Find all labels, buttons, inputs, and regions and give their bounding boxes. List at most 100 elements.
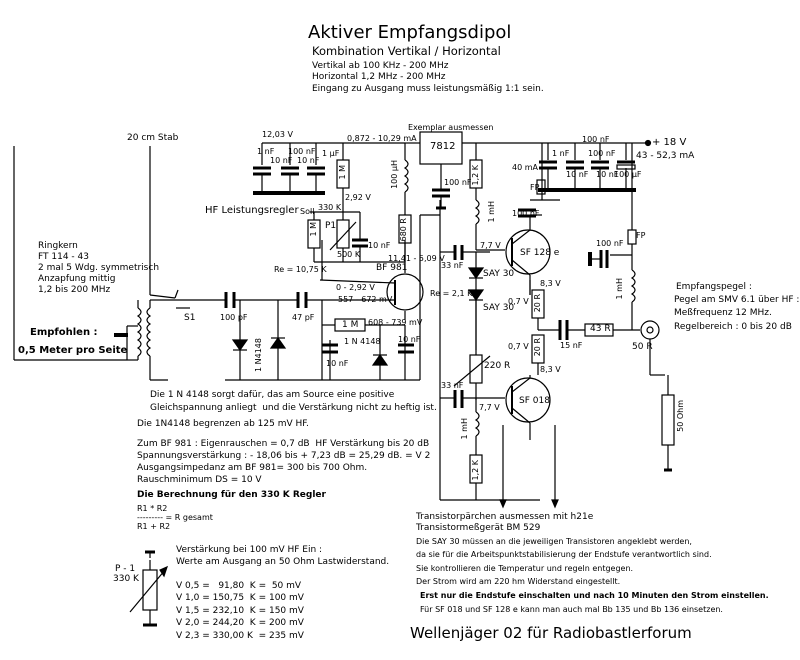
trans-note-4: da sie für die Arbeitspunktstabilisierun… [416, 550, 712, 559]
label-l1mh-a: 1 mH [487, 201, 496, 223]
verst-line-1: Verstärkung bei 100 mV HF Ein : [176, 545, 323, 555]
header-line-1: Vertikal ab 100 KHz - 200 MHz [312, 61, 449, 71]
page-subtitle: Kombination Vertikal / Horizontal [312, 44, 501, 58]
label-c10nf-f: 10 nF [368, 241, 391, 250]
trans-note-8: Für SF 018 und SF 128 e kann man auch ma… [420, 605, 723, 614]
measurement-arrows [499, 345, 675, 509]
pegel-line-1: Empfangspegel : [676, 282, 752, 292]
label-c15nf: 15 nF [560, 341, 583, 350]
label-r1m-b: 1 M [309, 222, 318, 237]
label-soll: Soll [300, 207, 315, 216]
label-l1mh-c: 1 mH [460, 418, 469, 440]
label-sf128: SF 128 e [520, 248, 560, 258]
berechnung-title: Die Berechnung für den 330 K Regler [137, 490, 326, 500]
bias-diodes [453, 252, 491, 400]
label-i557: 557 - 672 mV [338, 295, 393, 304]
label-r220: 220 R [484, 361, 511, 371]
bf981-note-1: Zum BF 981 : Eigenrauschen = 0,7 dB HF V… [137, 439, 430, 449]
poti-label: P - 1 [115, 564, 136, 574]
label-c10nf-h: 10 nF [398, 335, 421, 344]
label-7812: 7812 [430, 141, 456, 152]
footer-credit: Wellenjäger 02 für Radiobastlerforum [410, 624, 692, 642]
label-empfohlen: Empfohlen : [30, 327, 98, 338]
label-v07a: 0,7 V [508, 297, 529, 306]
label-r50: 50 R [632, 342, 653, 352]
page-title: Aktiver Empfangsdipol [308, 22, 512, 43]
label-sf018: SF 018 [519, 396, 550, 406]
bf981-note-2: Spannungsverstärkung : - 18,06 bis + 7,2… [137, 451, 431, 461]
supply-filter [538, 139, 652, 192]
label-l100uh: 100 µH [390, 160, 399, 189]
table-row-5: V 2,3 = 330,00 K = 235 mV [176, 631, 304, 641]
label-v0872: 0,872 - 10,29 mA [347, 134, 417, 143]
label-ringkern: Ringkern [38, 241, 78, 251]
label-c1uf-a: 1 µF [322, 149, 340, 158]
label-re1075: Re = 10,75 K [274, 265, 327, 274]
label-c100nf-f: 100 nF [596, 239, 624, 248]
label-c33nf-a: 33 nF [441, 261, 464, 270]
switch-s1 [149, 289, 225, 309]
berechnung-line-2: --------- = R gesamt [137, 513, 213, 522]
berechnung-line-3: R1 + R2 [137, 522, 171, 531]
label-hf-regler: HF Leistungsregler [205, 205, 299, 216]
label-v1203: 12,03 V [262, 130, 293, 139]
label-v83b: 8,3 V [540, 365, 561, 374]
pegel-line-3: Meßfrequenz 12 MHz. [674, 308, 772, 318]
table-row-2: V 1,0 = 150,75 K = 100 mV [176, 593, 304, 603]
cap-47pf [296, 292, 335, 308]
label-say30b: SAY 30 [483, 303, 515, 313]
label-r330k: 330 K [318, 203, 342, 212]
pegel-line-4: Regelbereich : 0 bis 20 dB [674, 322, 792, 332]
label-band: 1,2 bis 200 MHz [38, 285, 111, 295]
label-r680: 680 R [399, 218, 408, 242]
label-c47pf: 47 pF [292, 313, 315, 322]
label-stab: 20 cm Stab [127, 133, 179, 143]
label-r12k-top: 1,2 K [471, 165, 480, 186]
label-r50ohm: 50 Ohm [676, 400, 685, 432]
label-v83a: 8,3 V [540, 279, 561, 288]
ringkern-transformer [114, 300, 168, 381]
header-line-3: Eingang zu Ausgang muss leistungsmäßig 1… [312, 84, 544, 94]
label-r20b: 20 R [533, 338, 542, 357]
label-p500k: 500 K [337, 250, 361, 259]
pegel-line-2: Pegel am SMV 6.1 über HF : [674, 295, 800, 305]
label-1n4148-b: 1 N4148 [254, 338, 263, 372]
poti-p1-symbol [129, 550, 168, 627]
label-c33nf-b: 33 nF [441, 381, 464, 390]
dipole-wires [13, 146, 151, 361]
label-c10nf-a: 10 nF [270, 156, 293, 165]
label-p1: P1 [325, 221, 337, 231]
label-supply-v: + 18 V [652, 137, 687, 148]
label-re21: Re = 2,1 K [430, 289, 473, 298]
label-c100nf-d: 100 nF [588, 149, 616, 158]
label-v0292: 0 - 2,92 V [336, 283, 375, 292]
gate-bias-network [253, 142, 405, 263]
trans-note-1: Transistorpärchen ausmessen mit h21e [416, 512, 594, 522]
label-c100pf: 100 pF [220, 313, 248, 322]
label-c10nf-c: 10 nF [566, 170, 589, 179]
label-supply-i: 43 - 52,3 mA [636, 151, 695, 161]
label-exemplar: Exemplar ausmessen [408, 123, 494, 132]
trans-note-3: Die SAY 30 müssen an die jeweiligen Tran… [416, 537, 692, 546]
bf981-note-4: Rauschminimum DS = 10 V [137, 475, 262, 485]
bf981-stage [319, 240, 424, 380]
label-c100nf-top: 100 nF [582, 135, 610, 144]
label-i40ma: 40 mA [512, 163, 538, 172]
label-s1: S1 [184, 313, 196, 323]
table-row-4: V 2,0 = 244,20 K = 200 mV [176, 618, 304, 628]
trans-note-6: Der Strom wird am 220 hm Widerstand eing… [416, 577, 621, 586]
label-1n4148-a: 1 N 4148 [344, 337, 381, 346]
note-line-3: Die 1N4148 begrenzen ab 125 mV HF. [137, 419, 309, 429]
label-say30a: SAY 30 [483, 269, 515, 279]
label-fp1: FP [530, 183, 540, 192]
label-c100uf: 100 µF [614, 170, 642, 179]
label-anzapf: Anzapfung mittig [38, 274, 116, 284]
label-r43: 43 R [590, 324, 611, 334]
label-c100nf-a: 100 nF [288, 147, 316, 156]
label-c100nf-reg: 100 nF [444, 178, 472, 187]
label-c10nf-d: 10 nF [596, 170, 619, 179]
label-l1mh-b: 1 mH [615, 278, 624, 300]
bf981-note-3: Ausgangsimpedanz am BF 981= 300 bis 700 … [137, 463, 368, 473]
header-line-2: Horizontal 1,2 MHz - 200 MHz [312, 72, 446, 82]
